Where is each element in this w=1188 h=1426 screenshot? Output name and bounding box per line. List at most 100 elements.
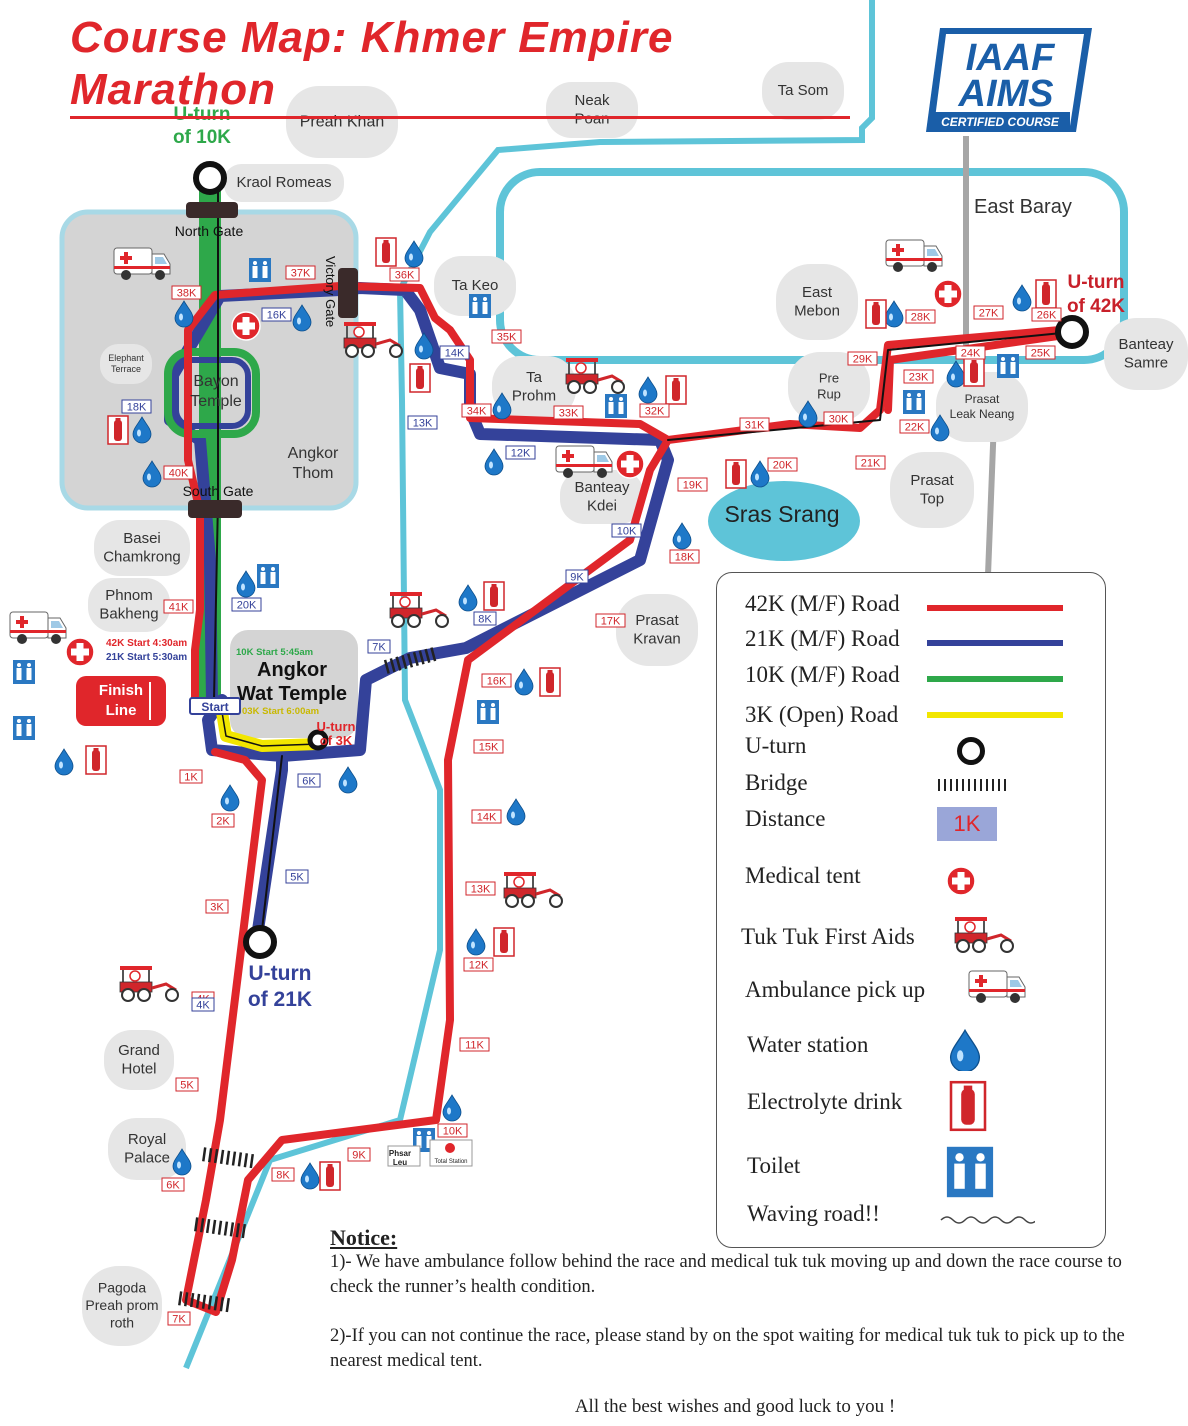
distance-marker: 25K <box>1025 345 1056 360</box>
total-station-label: Total Station <box>434 1159 467 1165</box>
distance-marker-box <box>367 639 391 654</box>
landmark-label: Prasat <box>635 612 679 629</box>
medical-tent-icon <box>65 637 95 667</box>
distance-marker-box <box>211 813 235 828</box>
landmark-shape <box>546 82 638 138</box>
distance-marker: 19K <box>677 477 708 492</box>
water-icon <box>484 448 504 476</box>
landmark-shape <box>100 344 152 384</box>
legend-uturn-icon <box>957 737 985 765</box>
landmark-label: Ta Som <box>778 82 829 99</box>
water-icon <box>54 748 74 776</box>
uturn-3k-icon <box>307 729 329 751</box>
distance-marker: 23K <box>903 369 934 384</box>
distance-marker-box <box>471 809 502 824</box>
medical-tent-icon <box>933 279 963 309</box>
landmark-label: Rup <box>817 387 841 402</box>
water-icon <box>1012 284 1032 312</box>
landmark-label: Basei <box>123 530 161 547</box>
distance-marker-box <box>161 1177 185 1192</box>
distance-marker-label: 3K <box>210 902 224 914</box>
distance-marker-label: 20K <box>773 460 793 472</box>
electrolyte-icon <box>85 745 107 775</box>
distance-marker-box <box>611 523 642 538</box>
legend-medical-icon <box>946 866 976 896</box>
distance-marker-box <box>297 773 321 788</box>
distance-marker: 18K <box>121 399 152 414</box>
distance-marker-label: 14K <box>445 348 465 360</box>
legend-distance: Distance <box>745 806 826 831</box>
distance-marker: 6K <box>297 773 321 788</box>
distance-marker-label: 7K <box>172 1314 186 1326</box>
start-3k-time: 03K Start 6:00am <box>242 706 319 717</box>
water-icon <box>638 376 658 404</box>
distance-marker-box <box>473 611 497 626</box>
distance-marker-box <box>347 1147 371 1162</box>
landmark-shape <box>108 1118 186 1180</box>
distance-marker: 28K <box>905 309 936 324</box>
uturn-42k-icon <box>1058 318 1086 346</box>
legend-toilet: Toilet <box>747 1153 801 1178</box>
distance-marker: 16K <box>261 307 292 322</box>
water-icon <box>506 798 526 826</box>
distance-marker-box <box>191 997 215 1012</box>
distance-marker-label: 26K <box>1037 310 1057 322</box>
distance-marker-box <box>163 599 194 614</box>
distance-marker-label: 12K <box>511 448 531 460</box>
distance-marker-label: 37K <box>291 268 311 280</box>
distance-marker-box <box>463 957 494 972</box>
landmark-kraol-romeas: Kraol Romeas <box>224 164 344 202</box>
distance-marker: 8K <box>473 611 497 626</box>
distance-marker-label: 16K <box>487 676 507 688</box>
landmark-shape <box>936 372 1028 442</box>
legend-road-3k: 3K (Open) Road <box>745 702 899 727</box>
distance-marker-box <box>171 285 202 300</box>
distance-marker-label: 5K <box>180 1080 194 1092</box>
electrolyte-icon <box>107 415 129 445</box>
distance-marker-label: 4K <box>196 1000 210 1012</box>
start-box <box>189 697 241 715</box>
map-legend: 42K (M/F) Road 21K (M/F) Road 10K (M/F) … <box>716 572 1106 1248</box>
distance-marker: 20K <box>767 457 798 472</box>
legend-medical: Medical tent <box>745 863 861 888</box>
toilet-icon <box>249 258 271 282</box>
page-title: Course Map: Khmer Empire Marathon <box>70 12 850 119</box>
water-icon <box>236 570 256 598</box>
distance-marker-box <box>439 345 470 360</box>
water-icon <box>884 300 904 328</box>
uturn-3k-label-1: U-turn <box>317 719 356 734</box>
distance-marker-box <box>473 739 504 754</box>
east-baray-label: East Baray <box>974 196 1072 218</box>
landmark-label: Prohm <box>512 388 556 405</box>
distance-marker-label: 21K <box>861 458 881 470</box>
landmark-label: Banteay <box>574 479 630 496</box>
distance-marker-box <box>639 403 670 418</box>
distance-marker: 18K <box>669 549 700 564</box>
distance-marker: 7K <box>167 1311 191 1326</box>
legend-uturn: U-turn <box>745 733 807 758</box>
distance-marker-label: 15K <box>479 742 499 754</box>
distance-marker-box <box>973 305 1004 320</box>
distance-marker: 11K <box>459 1037 490 1052</box>
distance-marker: 31K <box>739 417 770 432</box>
water-icon <box>442 1094 462 1122</box>
distance-marker-box <box>767 457 798 472</box>
distance-marker-label: 18K <box>675 552 695 564</box>
distance-marker-label: 33K <box>559 408 579 420</box>
landmark-shape <box>492 356 576 418</box>
legend-road-42k-line <box>927 605 1063 611</box>
distance-marker-box <box>461 403 492 418</box>
north-gate-structure <box>186 202 238 218</box>
water-icon <box>220 784 240 812</box>
distance-marker-box <box>179 769 203 784</box>
distance-marker: 2K <box>211 813 235 828</box>
legend-electrolyte: Electrolyte drink <box>747 1089 903 1114</box>
water-icon <box>458 584 478 612</box>
electrolyte-icon <box>665 375 687 405</box>
distance-marker-label: 35K <box>497 332 517 344</box>
distance-marker-box <box>459 1037 490 1052</box>
distance-marker-box <box>261 307 292 322</box>
